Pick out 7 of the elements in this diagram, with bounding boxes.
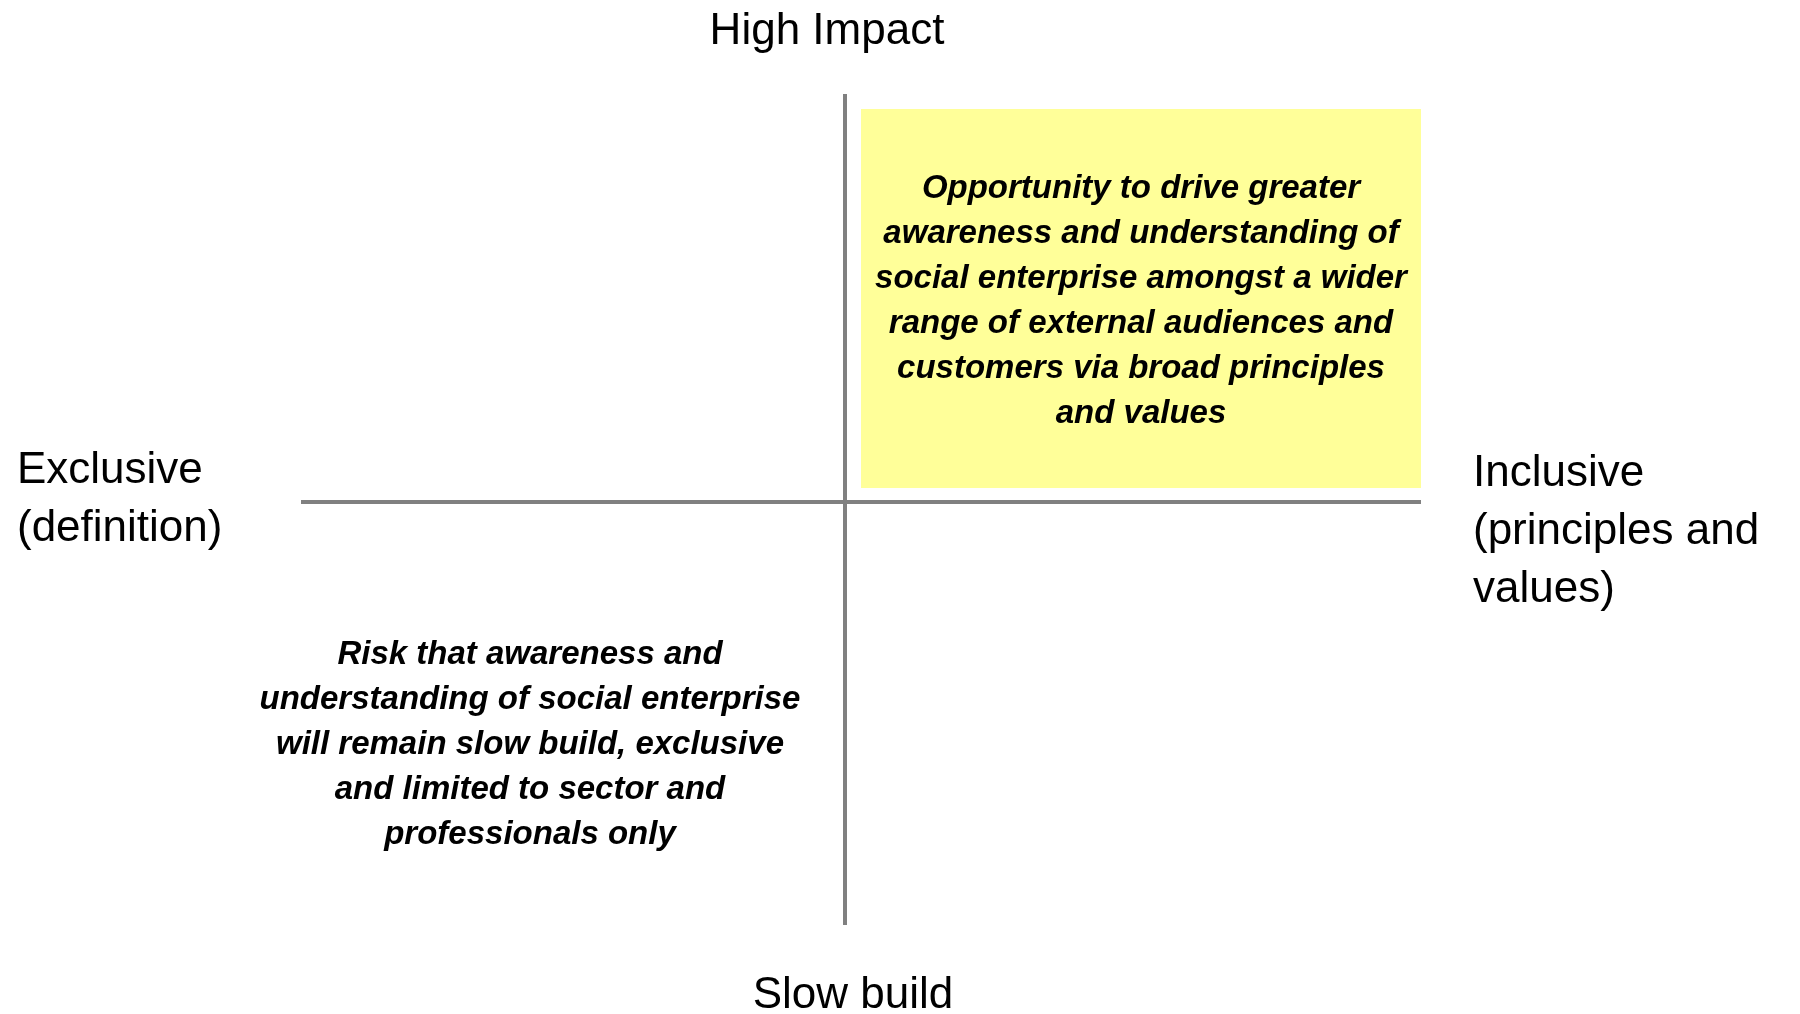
quadrant-text: Opportunity to drive greater awareness and understanding of social enterprise amongst a wider range of external audiences and customers via broad principles and values <box>874 166 1410 432</box>
axis-label: Exclusive (definition) <box>17 442 224 552</box>
quadrant-text: Risk that awareness and understanding of social enterprise will remain slow build, exclusive and limited to sector and professionals only <box>258 633 802 853</box>
axis-label: High Impact <box>708 3 946 55</box>
quadrant-box <box>861 109 1421 488</box>
axis-label: Slow build <box>751 967 955 1014</box>
axis-label: Inclusive (principles and values) <box>1473 445 1761 613</box>
